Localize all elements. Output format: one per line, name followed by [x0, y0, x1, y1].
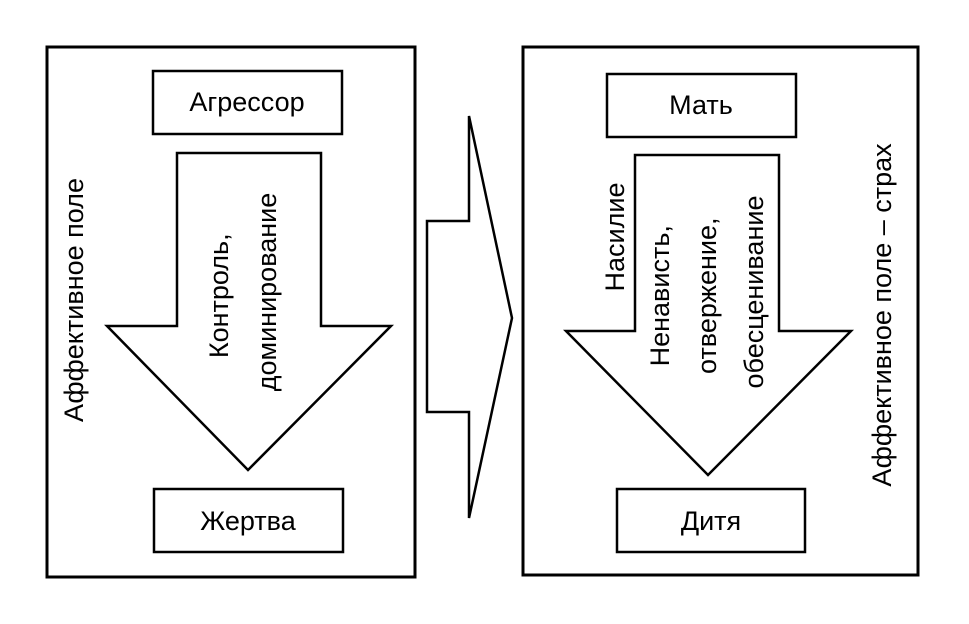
left-side-label: Аффективное поле — [59, 178, 89, 422]
left-top-box-label: Агрессор — [189, 87, 304, 117]
right-bottom-box-label: Дитя — [681, 506, 741, 536]
center-right-arrow — [425, 115, 514, 519]
right-arrow-line-4: обесценивание — [739, 196, 769, 389]
right-top-box — [605, 72, 798, 139]
left-arrow-text: Контроль, доминирование — [204, 193, 282, 392]
right-top-box-label: Мать — [669, 90, 733, 120]
left-arrow-line-1: Контроль, — [204, 233, 234, 358]
left-bottom-box-label: Жертва — [200, 506, 296, 536]
right-bottom-box — [615, 487, 807, 554]
left-panel: Агрессор Контроль, доминирование Жертва … — [45, 45, 417, 579]
right-arrow-line-2: Ненависть, — [645, 225, 675, 366]
left-bottom-box — [152, 487, 345, 554]
right-arrow-text-1: Насилие — [600, 183, 630, 292]
right-arrow-line-3: отвержение, — [692, 218, 722, 374]
left-down-arrow — [104, 151, 395, 472]
left-arrow-line-2: доминирование — [252, 193, 282, 392]
left-top-box — [151, 69, 344, 136]
right-arrow-text-2: Ненависть, отвержение, обесценивание — [645, 196, 769, 389]
right-side-label: Аффективное поле – страх — [867, 143, 897, 487]
right-panel: Мать Насилие Ненависть, отвержение, обес… — [521, 45, 920, 577]
right-down-arrow — [563, 153, 855, 477]
